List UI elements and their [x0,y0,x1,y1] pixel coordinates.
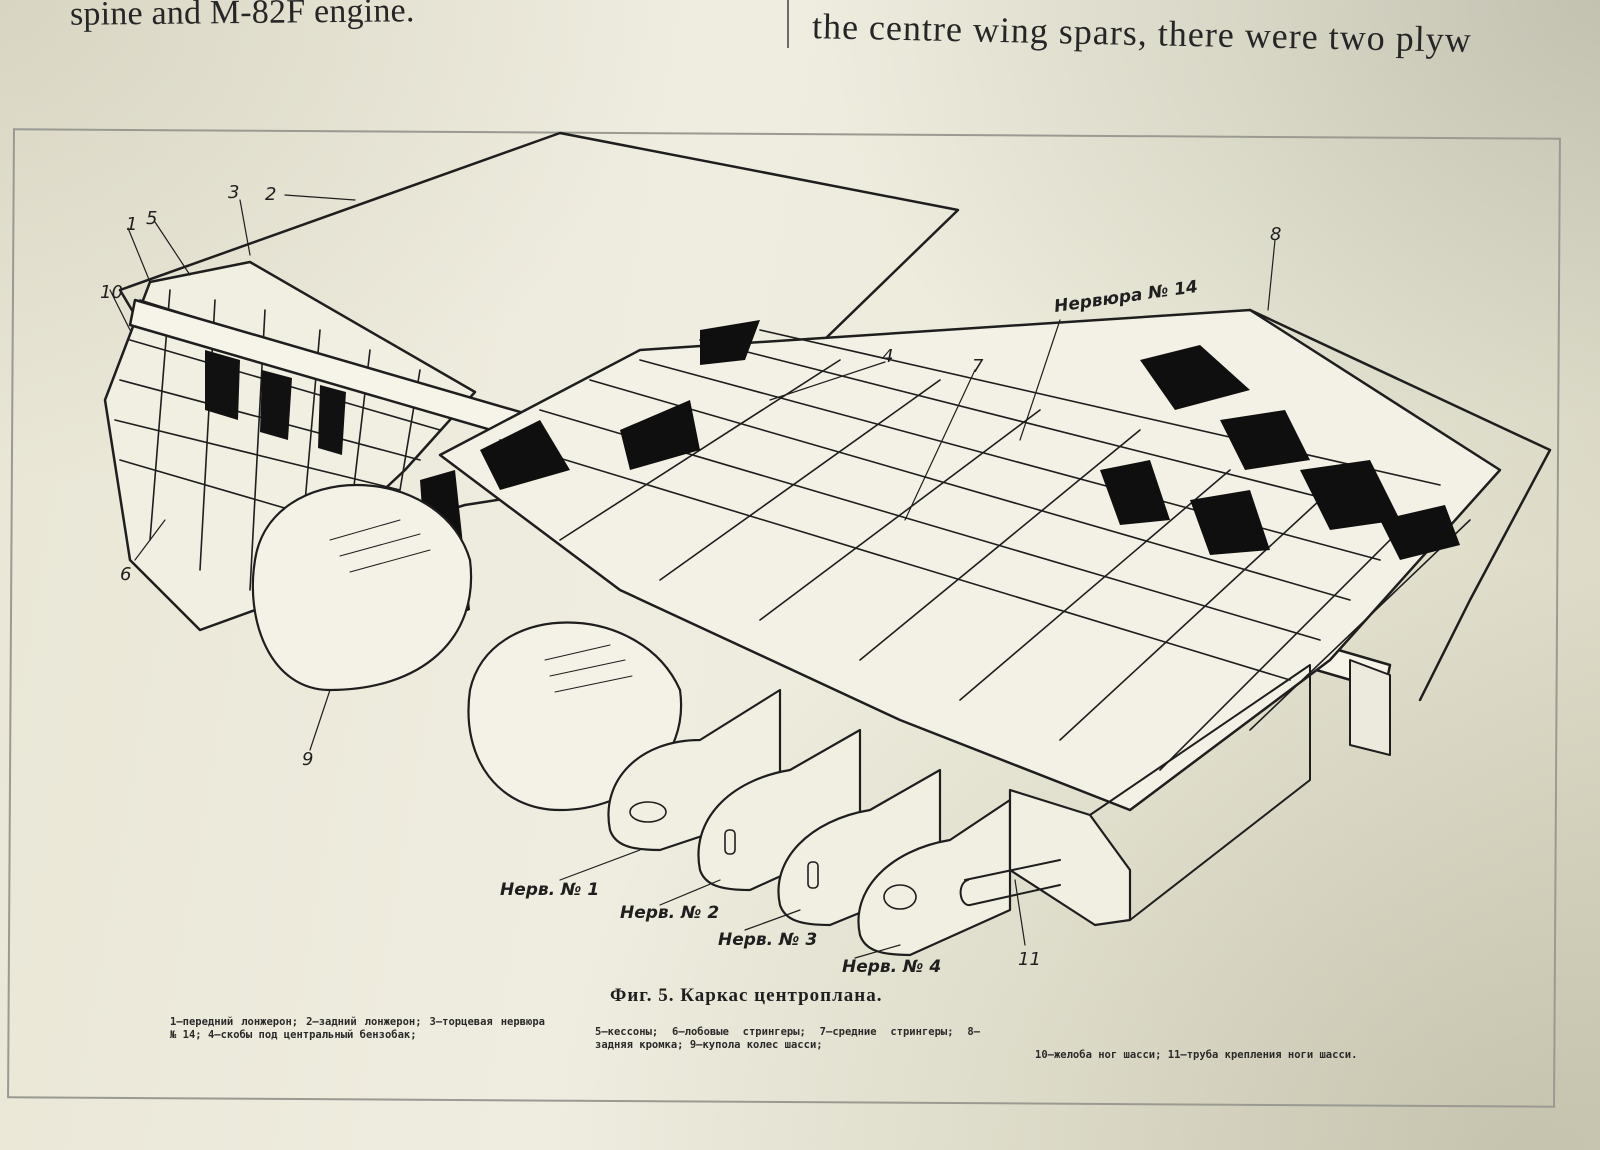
rib-14-label: Нервюра № 14 [1053,277,1199,317]
right-end-plate [1349,659,1391,756]
callout-2: 2 [265,184,276,205]
legend-column-2: 5—кессоны; 6—лобовые стрингеры; 7—средни… [595,1026,980,1052]
legend-column-3: 10—желоба ног шасси; 11—труба крепления … [1035,1049,1440,1062]
legend-item: 1—передний лонжерон; [170,1016,299,1028]
rib-holes [629,801,917,910]
left-root-shading [205,350,346,455]
callout-10: 10 [100,282,123,303]
rib-3-label: Нерв. № 3 [718,930,817,950]
rib-2-label: Нерв. № 2 [620,903,719,923]
figure-caption: Фиг. 5. Каркас центроплана. [610,985,883,1006]
legend-item: 8—задняя кромка; [595,1026,980,1051]
callout-3: 3 [228,182,239,203]
end-rib-block [1008,788,1132,927]
trailing-edge [1248,308,1552,702]
callout-9: 9 [302,749,313,770]
wheel-domes [251,483,683,812]
front-ribs [607,688,1012,957]
legend-item: 9—купола колес шасси; [689,1039,823,1051]
left-root-box [103,260,477,632]
callout-4: 4 [882,346,893,367]
rib-1-label: Нерв. № 1 [500,880,599,900]
callout-1: 1 [126,214,137,235]
dome-hatching [329,519,633,693]
legend-item: 6—лобовые стрингеры; [672,1026,806,1038]
gear-tube [959,859,1061,907]
legend-item: 4—скобы под центральный бензобак; [207,1029,417,1041]
callout-5: 5 [146,208,157,229]
column-rule [787,0,789,48]
legend-item: 7—средние стрингеры; [819,1026,954,1038]
legend-column-1: 1—передний лонжерон; 2—задний лонжерон; … [170,1016,545,1042]
callout-8: 8 [1270,224,1281,245]
callout-11: 11 [1018,949,1041,970]
legend-item: 3—торцевая нервюра № 14; [170,1016,545,1041]
rib-4-label: Нерв. № 4 [842,957,941,977]
legend-item: 11—труба крепления ноги шасси. [1167,1049,1358,1061]
legend-item: 10—желоба ног шасси; [1035,1049,1162,1061]
leader-lines [109,194,1276,959]
right-lower-frame [1089,664,1311,921]
callout-7: 7 [972,356,984,377]
legend-item: 2—задний лонжерон; [306,1016,422,1028]
legend-item: 5—кессоны; [595,1026,659,1038]
callout-6: 6 [120,564,131,585]
